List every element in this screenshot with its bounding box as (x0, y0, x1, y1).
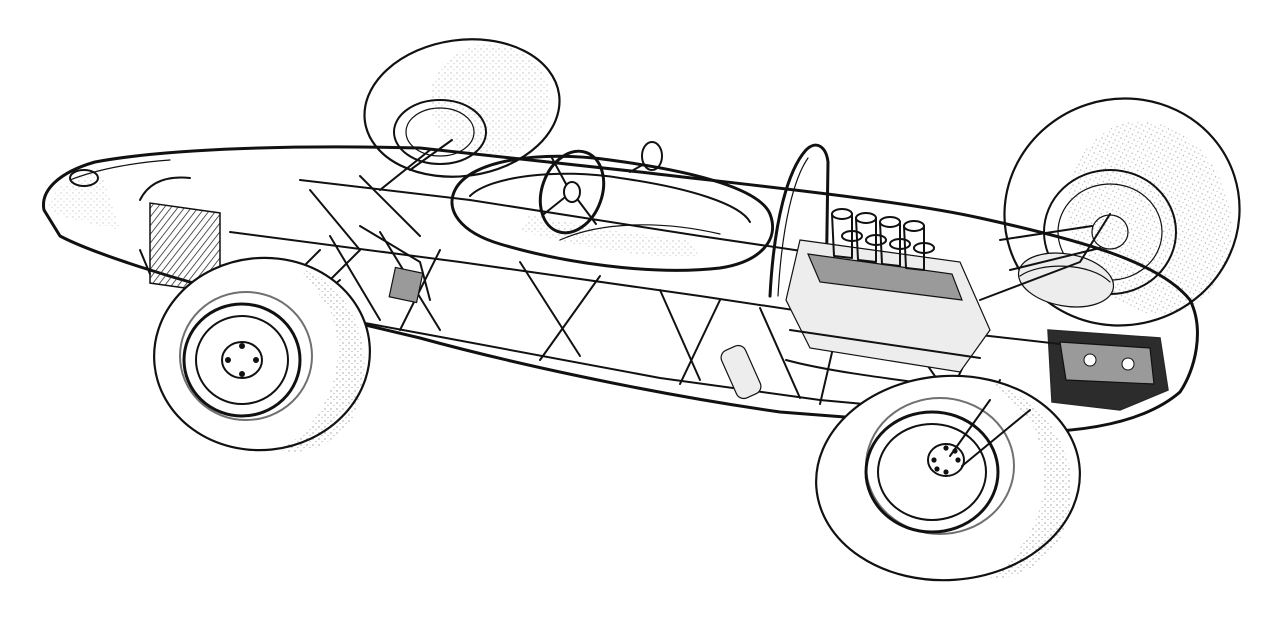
fuel-pump (720, 344, 762, 400)
gearbox (1047, 329, 1169, 411)
front-right-wheel (363, 38, 561, 178)
pedal-box (359, 225, 431, 304)
rear-left-wheel (815, 374, 1081, 582)
intake-trumpets (831, 208, 935, 271)
front-left-wheel (153, 256, 371, 452)
roll-bar (768, 143, 830, 298)
cockpit (450, 154, 774, 272)
body-shell (42, 145, 1199, 434)
rear-right-wheel (1003, 97, 1241, 327)
rear-view-mirror (629, 141, 663, 173)
half-shaft (949, 399, 1031, 467)
steering-wheel (538, 149, 606, 235)
radiator (139, 176, 221, 294)
